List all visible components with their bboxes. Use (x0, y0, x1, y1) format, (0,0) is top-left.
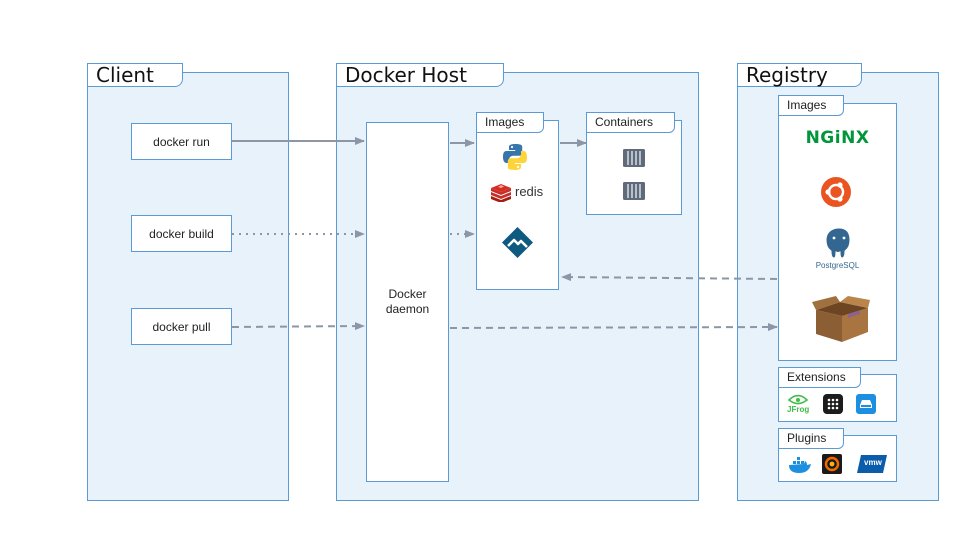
docker-host-title: Docker Host (336, 63, 504, 87)
registry-images-title: Images (778, 95, 844, 116)
registry-to-images-arrow (561, 273, 778, 282)
jfrog-icon: JFrog (787, 393, 809, 415)
container-icon (623, 182, 645, 200)
client-title: Client (87, 63, 183, 87)
registry-title: Registry (737, 63, 862, 87)
grafana-icon (822, 454, 842, 474)
vmware-icon: vmw (857, 455, 887, 473)
storage-icon (856, 394, 876, 414)
ubuntu-icon (821, 177, 851, 207)
containers-title: Containers (586, 112, 675, 133)
redis-label: redis (515, 184, 544, 199)
docker-run-command[interactable]: docker run (131, 123, 232, 160)
host-images-title: Images (476, 112, 544, 133)
docker-build-command[interactable]: docker build (131, 215, 232, 252)
alpine-icon (502, 227, 533, 258)
package-box-icon (812, 296, 870, 342)
whale-icon (789, 457, 811, 473)
daemon-to-registry-arrow (449, 323, 778, 332)
postgresql-label: PostgreSQL (815, 261, 860, 270)
docker-daemon[interactable]: Docker daemon (366, 122, 449, 482)
grid-app-icon (823, 394, 843, 414)
vmware-label: vmw (864, 458, 882, 467)
docker-pull-command[interactable]: docker pull (131, 308, 232, 345)
container-icon (623, 149, 645, 167)
redis-icon (491, 184, 511, 202)
nginx-logo: NGiNX (805, 128, 870, 148)
python-icon (503, 144, 527, 170)
extensions-title: Extensions (778, 367, 861, 388)
pull-arrow (231, 322, 365, 331)
postgresql-icon (825, 227, 851, 259)
jfrog-label: JFrog (787, 405, 810, 414)
plugins-title: Plugins (778, 428, 844, 449)
